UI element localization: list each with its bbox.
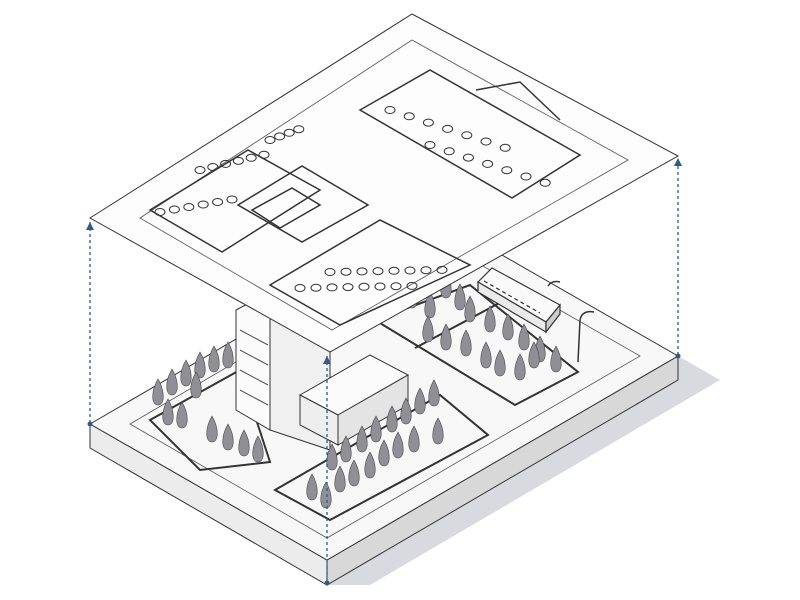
skylight xyxy=(443,147,455,156)
tree-icon xyxy=(414,387,426,415)
tree-icon xyxy=(356,425,368,453)
tree-icon xyxy=(208,345,220,373)
skylight xyxy=(194,166,206,174)
skylight xyxy=(226,195,238,204)
skylight xyxy=(197,200,209,209)
projection-markers xyxy=(86,158,682,586)
skylight xyxy=(207,162,219,171)
tree-icon xyxy=(460,329,472,357)
skylight xyxy=(274,132,286,141)
tree-icon xyxy=(550,345,562,373)
skylight xyxy=(539,178,551,187)
skylight xyxy=(168,205,180,214)
skylight xyxy=(324,268,336,276)
tree-icon xyxy=(440,323,452,351)
tree-icon xyxy=(222,341,234,369)
projection-lines xyxy=(89,160,679,583)
tree-icon xyxy=(502,313,514,341)
roof-plane xyxy=(89,13,680,353)
tree-icon xyxy=(392,431,404,459)
tree-icon xyxy=(518,323,530,351)
tree-icon xyxy=(514,353,526,381)
skylight xyxy=(283,128,295,137)
skylight xyxy=(406,281,418,290)
tree-icon xyxy=(162,398,174,426)
tree-icon xyxy=(494,349,506,377)
skylight xyxy=(461,131,473,140)
skylight xyxy=(245,153,257,162)
tree-icon xyxy=(252,435,264,463)
tree-icon xyxy=(206,415,218,443)
skylight xyxy=(404,266,416,275)
skylight xyxy=(384,106,396,114)
tree-icon xyxy=(348,459,360,487)
skylight xyxy=(154,208,166,216)
tree-icon xyxy=(222,423,234,451)
tree-icon xyxy=(424,291,436,319)
skylight xyxy=(232,156,244,165)
skylight xyxy=(501,166,513,175)
tree-icon xyxy=(340,435,352,463)
skylight xyxy=(183,203,195,211)
skylight xyxy=(294,284,306,292)
tree-icon xyxy=(238,429,250,457)
bus-icon xyxy=(477,267,561,334)
tree-icon xyxy=(190,371,202,399)
tree-icon xyxy=(454,283,466,311)
tree-icon xyxy=(422,315,434,343)
skylight xyxy=(442,124,454,133)
tree-icon xyxy=(370,415,382,443)
tree-icon xyxy=(320,481,332,509)
tree-icon xyxy=(166,368,178,396)
tree-icon xyxy=(484,305,496,333)
skylight xyxy=(358,282,370,291)
skylight xyxy=(342,283,354,292)
skylight xyxy=(374,282,386,291)
skylight xyxy=(422,118,434,127)
tree-icon xyxy=(326,443,338,471)
tree-icon xyxy=(334,465,346,493)
tree-icon xyxy=(432,417,444,445)
skylight xyxy=(293,125,305,134)
skylight xyxy=(482,159,494,168)
roof-inner-boundary xyxy=(139,39,629,331)
street-lamp-icon xyxy=(547,280,595,363)
skylight xyxy=(520,172,532,181)
skylight xyxy=(388,266,400,275)
skylight xyxy=(403,112,415,121)
skylight xyxy=(436,265,448,274)
tree-icon xyxy=(180,359,192,387)
skylight xyxy=(372,267,384,276)
tree-icon xyxy=(480,341,492,369)
tree-icon xyxy=(528,341,540,369)
skylight xyxy=(390,282,402,291)
tree-icon xyxy=(428,379,440,407)
tree-icon xyxy=(306,473,318,501)
skylight xyxy=(340,267,352,276)
skylight xyxy=(420,266,432,275)
tree-icon xyxy=(400,397,412,425)
tree-icon xyxy=(152,378,164,406)
tree-icon xyxy=(364,451,376,479)
skylight xyxy=(220,159,232,168)
skylight xyxy=(212,198,224,206)
skylight xyxy=(424,141,436,149)
tree-icon xyxy=(464,295,476,323)
skylight xyxy=(310,283,322,292)
tree-icon xyxy=(386,405,398,433)
tree-icon xyxy=(408,425,420,453)
tree-icon xyxy=(194,351,206,379)
skylight xyxy=(356,267,368,276)
skylight xyxy=(499,143,511,152)
skylight xyxy=(258,150,270,159)
tree-icon xyxy=(176,401,188,429)
skylight xyxy=(264,136,276,144)
skylight xyxy=(480,137,492,146)
trees xyxy=(152,271,562,509)
skylight xyxy=(462,153,474,162)
tree-icon xyxy=(378,439,390,467)
roof-skylights xyxy=(154,106,551,292)
skylight xyxy=(326,283,338,292)
